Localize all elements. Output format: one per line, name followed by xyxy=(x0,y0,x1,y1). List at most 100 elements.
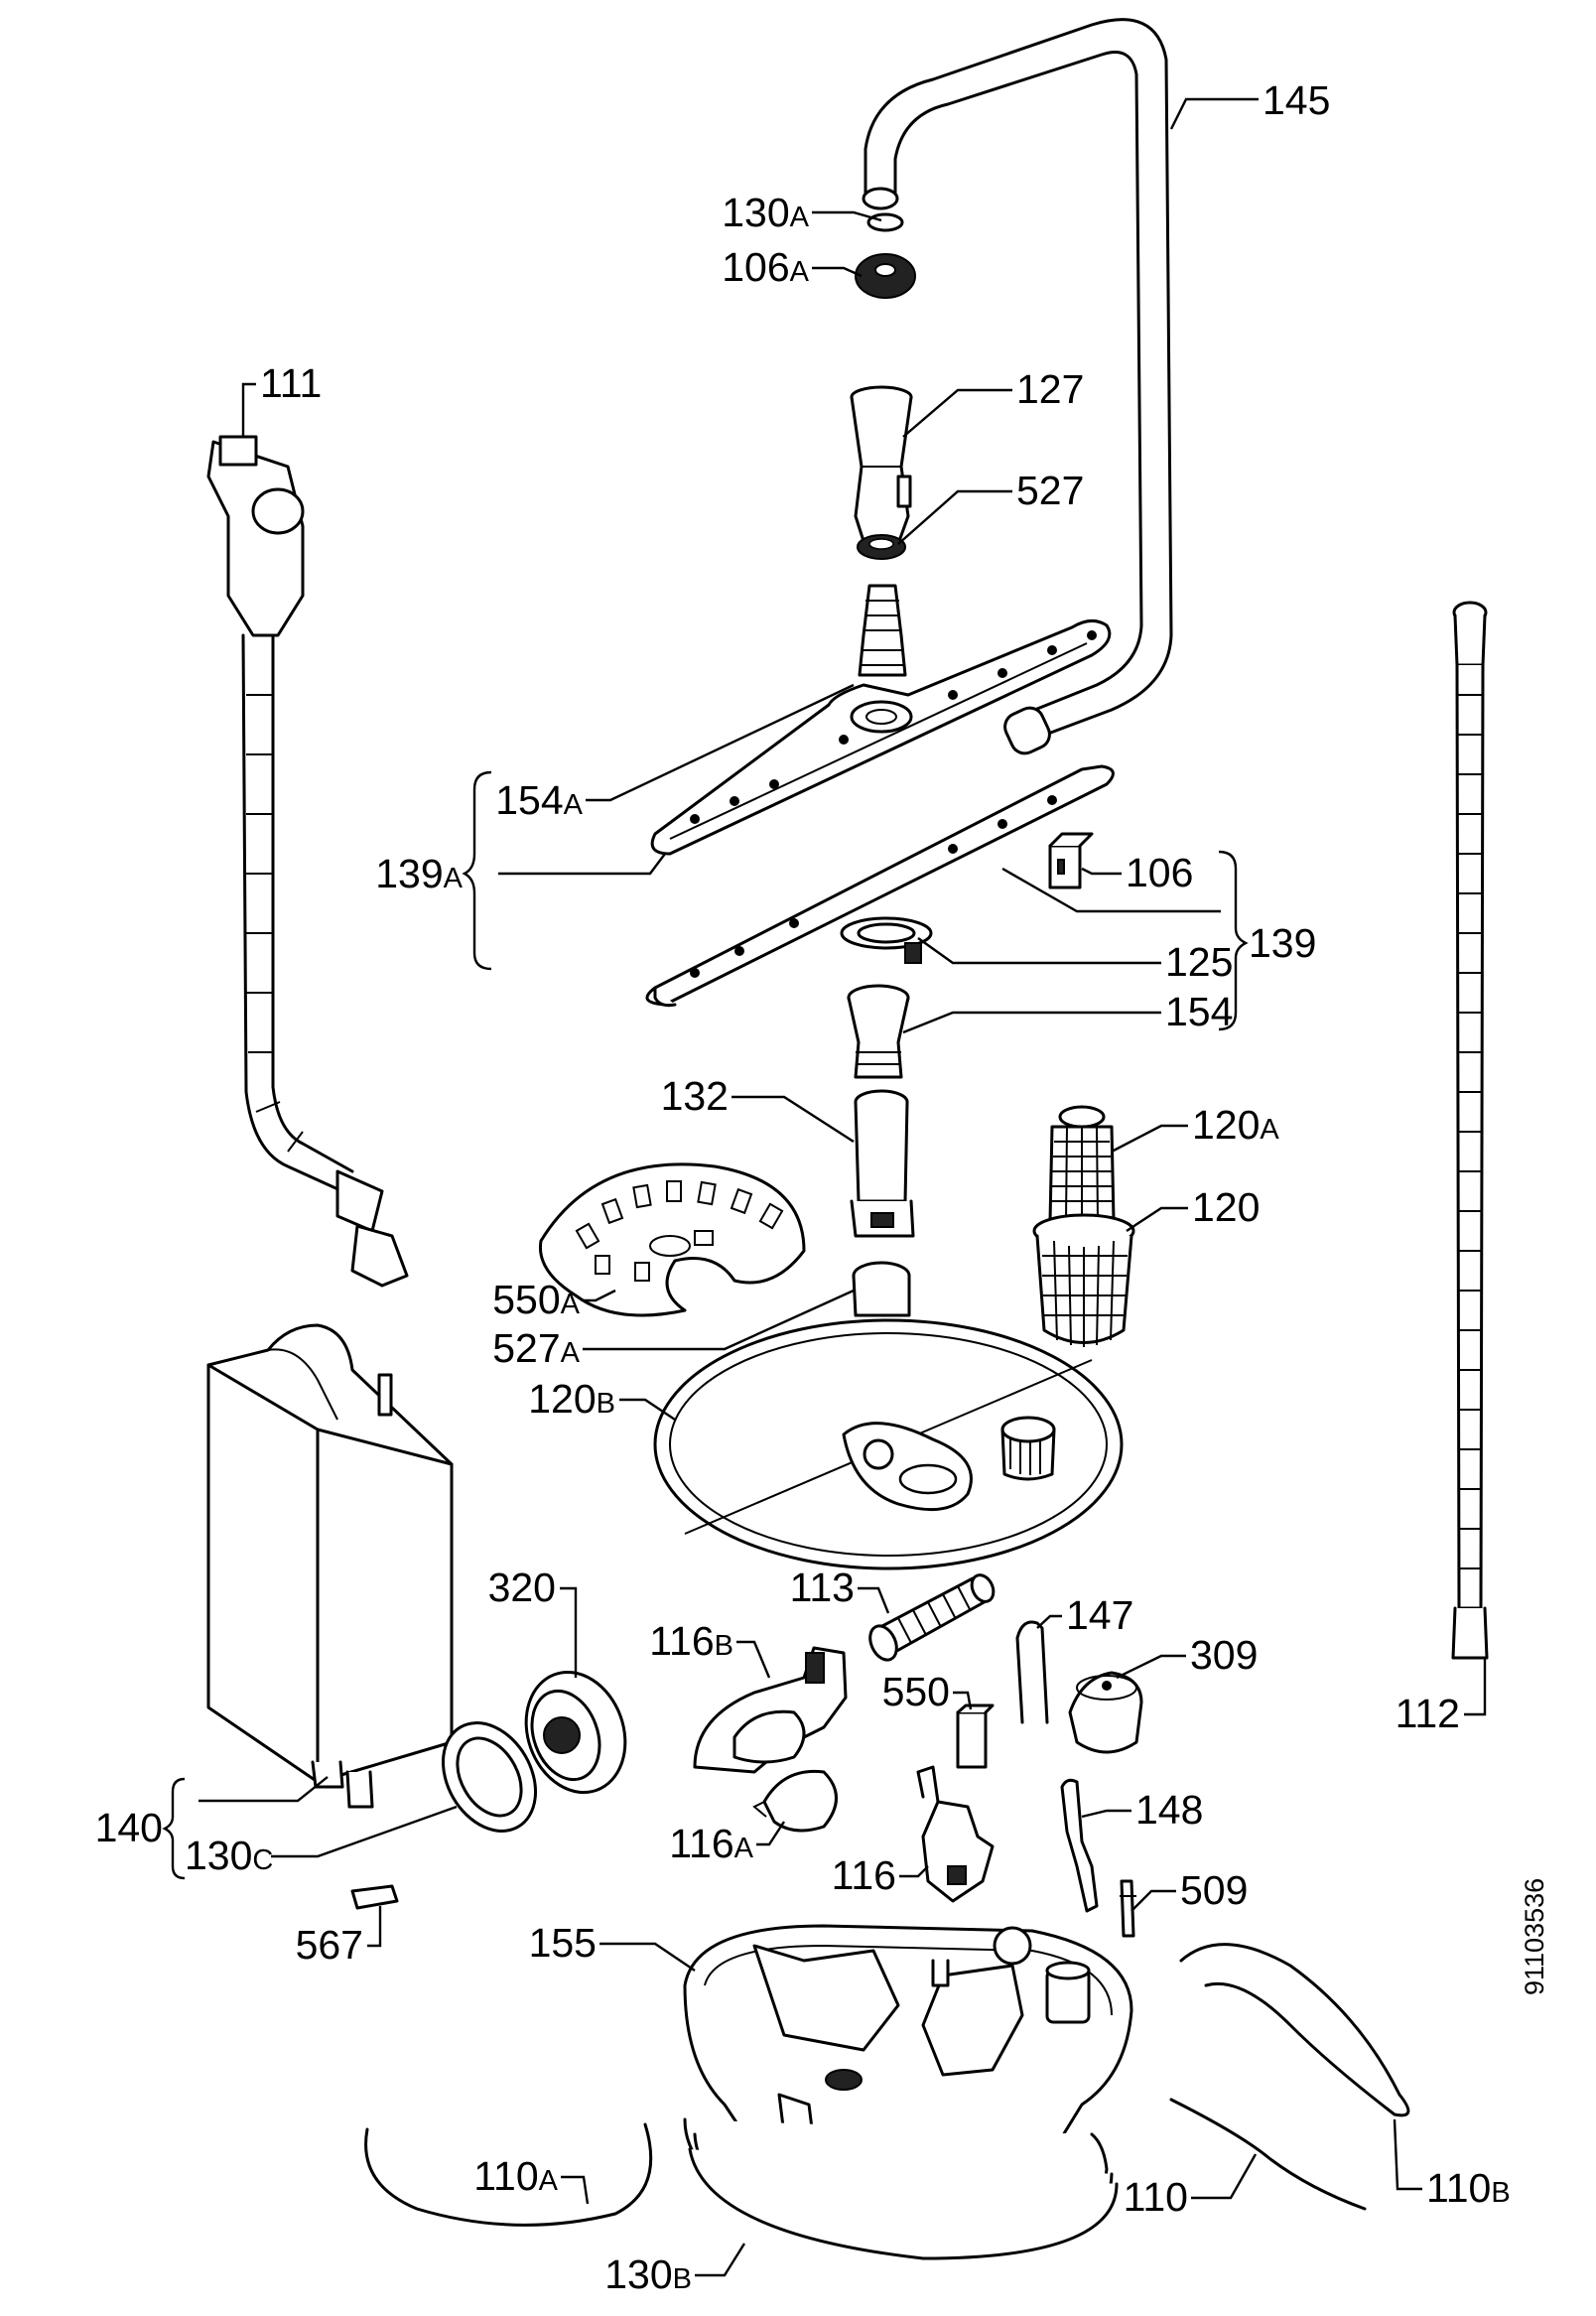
callout-number: 125 xyxy=(1165,939,1233,985)
part-527A-ring xyxy=(852,1261,911,1317)
part-125-bayonet-ring xyxy=(840,916,933,964)
part-127-nozzle-sleeve xyxy=(850,385,913,543)
callout-number: 154 xyxy=(495,777,563,823)
part-110B-hose xyxy=(1179,1943,1410,2117)
callout-number: 127 xyxy=(1016,366,1084,412)
callout-number: 155 xyxy=(529,1920,597,1966)
callout-label-132: 132 xyxy=(661,1073,729,1119)
callout-label-155: 155 xyxy=(529,1920,597,1966)
callout-number: 148 xyxy=(1135,1787,1203,1833)
part-527-nut xyxy=(857,534,906,560)
part-320-cover xyxy=(524,1670,627,1795)
callout-label-110b: 110B xyxy=(1426,2165,1511,2211)
part-550-block xyxy=(956,1703,995,1769)
callout-suffix: B xyxy=(673,2263,692,2295)
callout-suffix: A xyxy=(1260,1114,1279,1146)
callout-number: 527 xyxy=(1016,468,1084,513)
callout-label-125: 125 xyxy=(1165,939,1233,985)
callout-label-139a: 139A xyxy=(375,851,463,896)
callout-label-113: 113 xyxy=(790,1565,855,1610)
part-154-lower-hub xyxy=(847,984,910,1079)
callout-number: 110 xyxy=(1124,2174,1188,2220)
part-139-lower-spray-arm xyxy=(645,764,1115,1008)
part-145-upper-supply-pipe xyxy=(862,18,1173,755)
callout-number: 120 xyxy=(1192,1184,1260,1230)
part-110-hose xyxy=(1169,2098,1367,2211)
callout-suffix: C xyxy=(252,1844,273,1876)
part-132-tube xyxy=(850,1089,915,1238)
callout-suffix: A xyxy=(444,863,464,894)
part-110A-hose xyxy=(364,2122,653,2227)
callout-number: 130 xyxy=(722,190,789,235)
callout-label-116b: 116B xyxy=(649,1618,733,1664)
callout-number: 116 xyxy=(832,1852,896,1898)
callout-number: 112 xyxy=(1396,1691,1460,1736)
callout-suffix: A xyxy=(561,1289,581,1320)
parts-drawing xyxy=(206,18,1489,2260)
callout-number: 550 xyxy=(882,1669,950,1714)
callout-number: 154 xyxy=(1165,989,1233,1034)
callout-label-567: 567 xyxy=(296,1922,363,1968)
part-309-cup xyxy=(1068,1671,1143,1754)
part-130A-o-ring xyxy=(866,212,904,232)
callout-number: 106 xyxy=(722,244,789,290)
callout-label-139: 139 xyxy=(1249,920,1316,966)
callout-label-147: 147 xyxy=(1066,1592,1133,1638)
callout-label-309: 309 xyxy=(1190,1632,1258,1678)
callout-number: 145 xyxy=(1263,77,1330,123)
callout-number: 309 xyxy=(1190,1632,1258,1678)
leader-lines xyxy=(162,97,1487,2277)
callout-label-130a: 130A xyxy=(722,190,809,235)
callout-number: 132 xyxy=(661,1073,729,1119)
callout-suffix: A xyxy=(564,789,584,821)
callout-label-110a: 110A xyxy=(473,2153,558,2199)
part-154A-upper-arm-hub xyxy=(858,584,907,677)
callout-number: 567 xyxy=(296,1922,363,1968)
callout-label-111: 111 xyxy=(260,360,322,406)
callout-number: 110 xyxy=(1426,2165,1491,2211)
callout-label-110: 110 xyxy=(1124,2174,1188,2220)
callout-number: 130 xyxy=(604,2251,672,2297)
part-567-clip xyxy=(350,1884,399,1910)
callout-number: 147 xyxy=(1066,1592,1133,1638)
callout-label-527: 527 xyxy=(1016,468,1084,513)
callout-number: 116 xyxy=(669,1821,733,1866)
callout-suffix: A xyxy=(790,256,810,288)
part-106A-gear-nut xyxy=(855,253,916,299)
callout-label-148: 148 xyxy=(1135,1787,1203,1833)
part-147-bracket xyxy=(1015,1620,1049,1724)
part-130C-gasket xyxy=(441,1721,538,1833)
callout-label-106: 106 xyxy=(1126,850,1193,895)
callout-number: 120 xyxy=(528,1376,596,1422)
callout-label-154a: 154A xyxy=(495,777,583,823)
callout-label-112: 112 xyxy=(1396,1691,1460,1736)
part-112-drain-hose xyxy=(1451,601,1489,1660)
callout-number: 120 xyxy=(1192,1102,1260,1148)
callout-label-130c: 130C xyxy=(185,1833,273,1878)
callout-suffix: B xyxy=(715,1630,733,1662)
part-550A-perforated-plate xyxy=(538,1162,806,1317)
callout-suffix: A xyxy=(790,202,810,233)
callout-label-145: 145 xyxy=(1263,77,1330,123)
callout-number: 509 xyxy=(1180,1867,1248,1913)
callout-label-320: 320 xyxy=(488,1565,556,1610)
callout-label-527a: 527A xyxy=(492,1325,580,1371)
part-139A-upper-spray-arm xyxy=(650,619,1112,856)
callout-suffix: B xyxy=(1491,2177,1510,2209)
callout-label-120: 120 xyxy=(1192,1184,1260,1230)
callout-label-550a: 550A xyxy=(492,1277,580,1322)
part-113-heater xyxy=(868,1573,996,1662)
callout-number: 320 xyxy=(488,1565,556,1610)
callout-number: 550 xyxy=(492,1277,560,1322)
callout-label-116: 116 xyxy=(832,1852,896,1898)
callout-suffix: A xyxy=(539,2165,559,2197)
part-106-clip xyxy=(1048,832,1094,889)
callout-label-116a: 116A xyxy=(669,1821,753,1866)
callout-label-120b: 120B xyxy=(528,1376,615,1422)
callout-number: 139 xyxy=(1249,920,1316,966)
callout-number: 106 xyxy=(1126,850,1193,895)
callout-suffix: A xyxy=(561,1337,581,1369)
part-116-pump-body xyxy=(916,1765,995,1903)
